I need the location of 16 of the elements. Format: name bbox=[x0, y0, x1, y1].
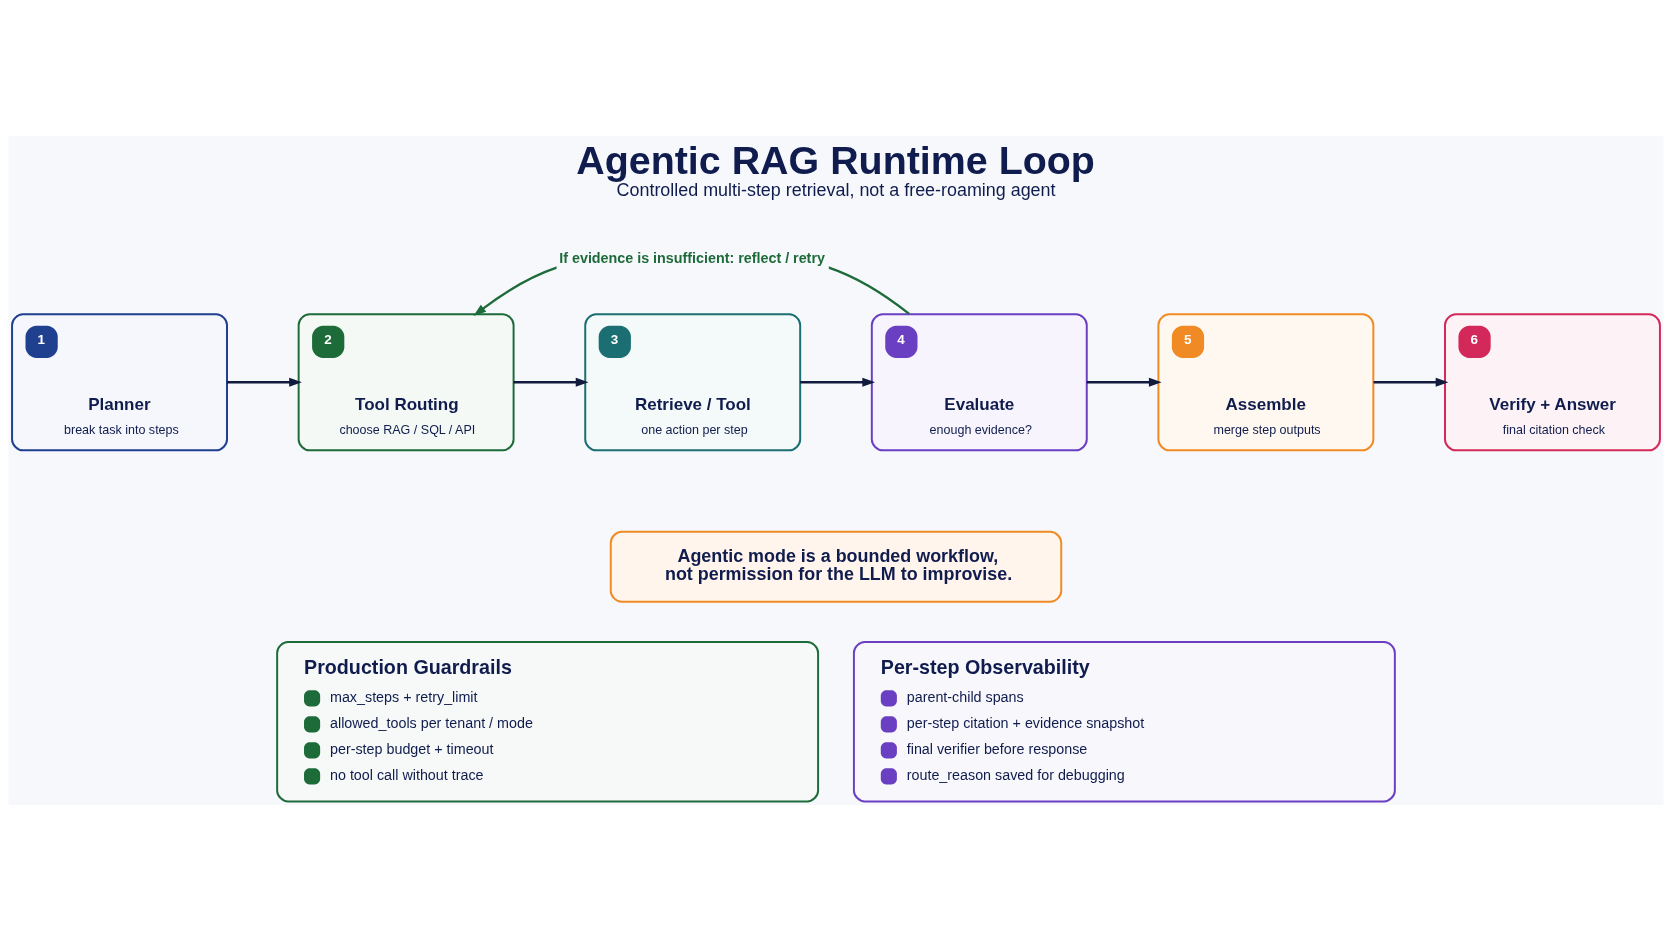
node-box: 1 Planner break task into steps bbox=[11, 313, 228, 452]
arrow bbox=[1086, 377, 1162, 387]
node-box: 4 Evaluate enough evidence? bbox=[870, 313, 1088, 452]
node-box: 2 Tool Routing choose RAG / SQL / API bbox=[297, 313, 515, 452]
arrow bbox=[800, 377, 876, 387]
arrow bbox=[1373, 377, 1449, 387]
node-box: 3 Retrieve / Tool one action per step bbox=[584, 313, 802, 452]
arrow bbox=[227, 377, 302, 387]
node-box: Production Guardrails max_steps + retry_limit allowed_tools per tenant / mode per-step budget + timeout no tool call without trace bbox=[276, 641, 820, 803]
arrow bbox=[513, 377, 589, 387]
diagram-title: Agentic RAG Runtime Loop bbox=[576, 137, 1095, 182]
node-box: Per-step Observability parent-child spans per-step citation + evidence snapshot final verifier before response route_reason saved for debugging bbox=[852, 641, 1396, 803]
node-box: 6 Verify + Answer final citation check bbox=[1444, 313, 1661, 452]
node-box: 5 Assemble merge step outputs bbox=[1157, 313, 1375, 452]
edge-label: If evidence is insufficient: reflect / retry bbox=[559, 249, 825, 266]
node-box: Agentic mode is a bounded workflow, not permission for the LLM to improvise. bbox=[609, 530, 1063, 603]
